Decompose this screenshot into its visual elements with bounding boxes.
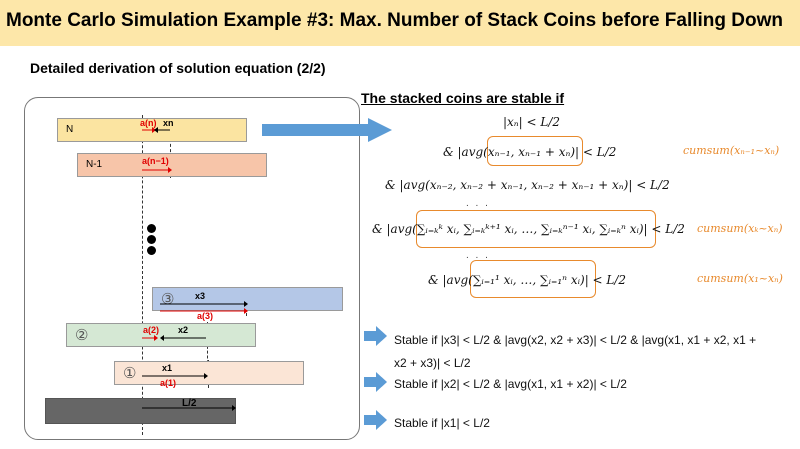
xn-label: xn — [163, 118, 174, 128]
ellipsis-dot — [147, 235, 156, 244]
a1-label: a(1) — [160, 378, 177, 388]
coin-2-number: ② — [75, 327, 89, 344]
coin-stack-diagram — [24, 97, 360, 440]
base-label: L/2 — [182, 398, 197, 409]
stable-rule-3-continued: x2 + x3)| < L/2 — [394, 356, 471, 370]
stable-rule-1: Stable if |x1| < L/2 — [394, 416, 490, 430]
base-arrow — [142, 405, 236, 411]
a-n-minus-1-label: a(n−1) — [142, 156, 169, 166]
highlight-box — [470, 260, 596, 298]
conditions-heading: The stacked coins are stable if — [361, 90, 565, 106]
section-subtitle: Detailed derivation of solution equation… — [30, 60, 326, 76]
condition-eq-4: & |avg(∑ᵢ₌ₖᵏ xᵢ, ∑ᵢ₌ₖᵏ⁺¹ xᵢ, …, ∑ᵢ₌ₖⁿ⁻¹ … — [372, 222, 685, 236]
coin-n-label: N — [66, 124, 74, 135]
arrow-right-icon — [262, 118, 392, 142]
center-line — [142, 115, 143, 435]
vertical-ellipsis: . . . — [466, 198, 490, 209]
condition-eq-4-note: cumsum(xₖ~xₙ) — [697, 222, 783, 235]
arrow-right-icon — [364, 326, 387, 346]
x3-label: x3 — [195, 291, 206, 301]
x2-label: x2 — [178, 325, 189, 335]
x1-label: x1 — [162, 363, 173, 373]
a-n-minus-1-arrow — [142, 167, 172, 173]
a-n-label: a(n) — [140, 118, 157, 128]
condition-eq-5: & |avg(∑ᵢ₌₁¹ xᵢ, …, ∑ᵢ₌₁ⁿ xᵢ)| < L/2 — [428, 273, 627, 287]
coin-1: ① — [114, 361, 304, 385]
title-bar: Monte Carlo Simulation Example #3: Max. … — [0, 0, 800, 46]
condition-eq-2: & |avg(xₙ₋₁, xₙ₋₁ + xₙ)| < L/2 — [443, 145, 617, 159]
arrow-right-icon — [364, 372, 387, 392]
condition-eq-1: |xₙ| < L/2 — [503, 115, 561, 129]
highlight-box — [416, 210, 656, 248]
coin-3: ③ — [152, 287, 343, 311]
condition-eq-3: & |avg(xₙ₋₂, xₙ₋₂ + xₙ₋₁, xₙ₋₂ + xₙ₋₁ + … — [385, 178, 670, 192]
base-table — [45, 398, 236, 424]
condition-eq-2-note: cumsum(xₙ₋₁~xₙ) — [683, 144, 780, 157]
coin-2: ② — [66, 323, 256, 347]
coin-n-minus-1: N-1 — [77, 153, 267, 177]
x2-arrows — [142, 335, 206, 341]
condition-eq-5-note: cumsum(x₁~xₙ) — [697, 272, 783, 285]
xn-line — [170, 118, 171, 178]
stable-rule-3: Stable if |x3| < L/2 & |avg(x2, x2 + x3)… — [394, 333, 757, 347]
ellipsis-dot — [147, 246, 156, 255]
a3-label: a(3) — [197, 311, 214, 321]
page-title: Monte Carlo Simulation Example #3: Max. … — [6, 10, 784, 31]
arrow-right-icon — [364, 410, 387, 430]
highlight-box — [487, 136, 583, 166]
x3-arrows — [160, 301, 248, 314]
coin-1-number: ① — [123, 365, 137, 382]
coin-n-minus-1-label: N-1 — [86, 159, 103, 170]
a-n-arrow — [142, 127, 170, 133]
a2-label: a(2) — [143, 325, 160, 335]
vertical-ellipsis: . . . — [466, 250, 490, 261]
x1-arrow — [142, 373, 208, 379]
ellipsis-dot — [147, 224, 156, 233]
stable-rule-2: Stable if |x2| < L/2 & |avg(x1, x1 + x2)… — [394, 377, 627, 391]
